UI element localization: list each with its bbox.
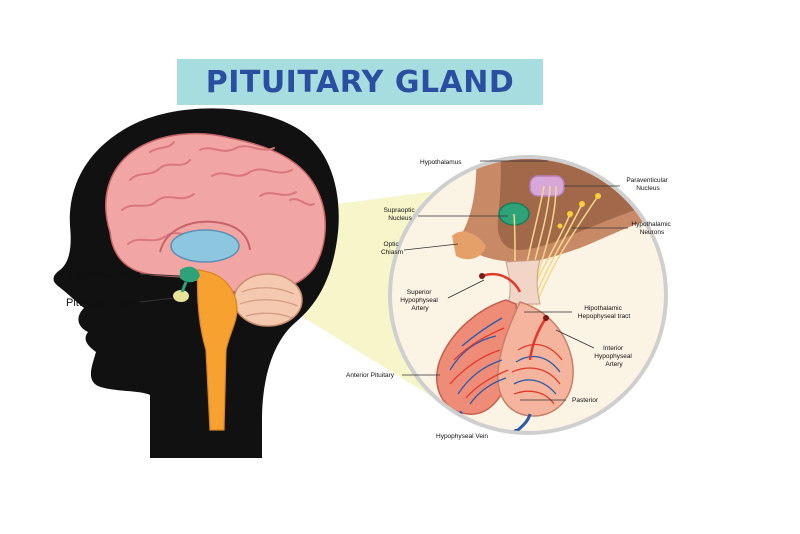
- interior-artery: [528, 317, 548, 361]
- hypothalamic-neurons: [557, 193, 601, 229]
- posterior-pituitary: [497, 301, 574, 417]
- hypophyseal-vein-label: Hypophyseal Vein: [436, 433, 488, 440]
- brain-folds: [121, 141, 315, 245]
- posterior-label: Pasterior: [572, 397, 599, 404]
- head-hypothalamus-label: Hypothalamus: [70, 269, 141, 281]
- infundibulum: [505, 259, 541, 305]
- detail-leaders: [402, 160, 628, 401]
- detail-hypothalamus-label: Hypothalamus: [420, 159, 462, 166]
- optic-chiasm-label: Optic Chiasm: [381, 241, 403, 256]
- cerebellum-folds: [239, 287, 299, 319]
- superior-artery-label: Superior Hypophyseal Artery: [400, 289, 439, 312]
- head-hypothalamus: [180, 266, 200, 283]
- head-pituitary-leader: [139, 297, 175, 303]
- anterior-pituitary-label: Anterior Pituitary: [346, 372, 395, 379]
- title-banner: PITUITARY GLAND: [177, 59, 543, 105]
- head-hypothalamus-leader: [139, 273, 181, 277]
- corpus-callosum: [159, 220, 251, 253]
- interior-artery-label: Interior Hypophyseal Artery: [594, 345, 633, 368]
- supraoptic-label: Supraoptic Nucleus: [384, 207, 417, 222]
- detail-optic-chiasm: [452, 231, 486, 260]
- hypothalamic-tract-label: Hipothalamic Hepophyseal tract: [578, 305, 631, 320]
- diagram-title: PITUITARY GLAND: [205, 64, 515, 100]
- brain: [105, 132, 326, 293]
- ventricle: [170, 229, 240, 263]
- head-pituitary: [173, 290, 189, 302]
- paraventricular-label: Paraventicular Nucleus: [626, 177, 669, 192]
- capillary-network: [449, 317, 563, 405]
- superior-artery: [481, 273, 522, 293]
- head-pituitary-label: Pituitary Gland: [66, 297, 138, 309]
- hypothalamic-neurons-label: Hypothalamic Neurons: [631, 221, 672, 236]
- superior-artery-end: [479, 273, 485, 279]
- interior-artery-end: [543, 315, 549, 321]
- brainstem: [196, 269, 238, 431]
- vein-end-left: [409, 411, 415, 417]
- paraventricular-nucleus: [529, 175, 565, 197]
- head-pituitary-stalk: [180, 281, 188, 293]
